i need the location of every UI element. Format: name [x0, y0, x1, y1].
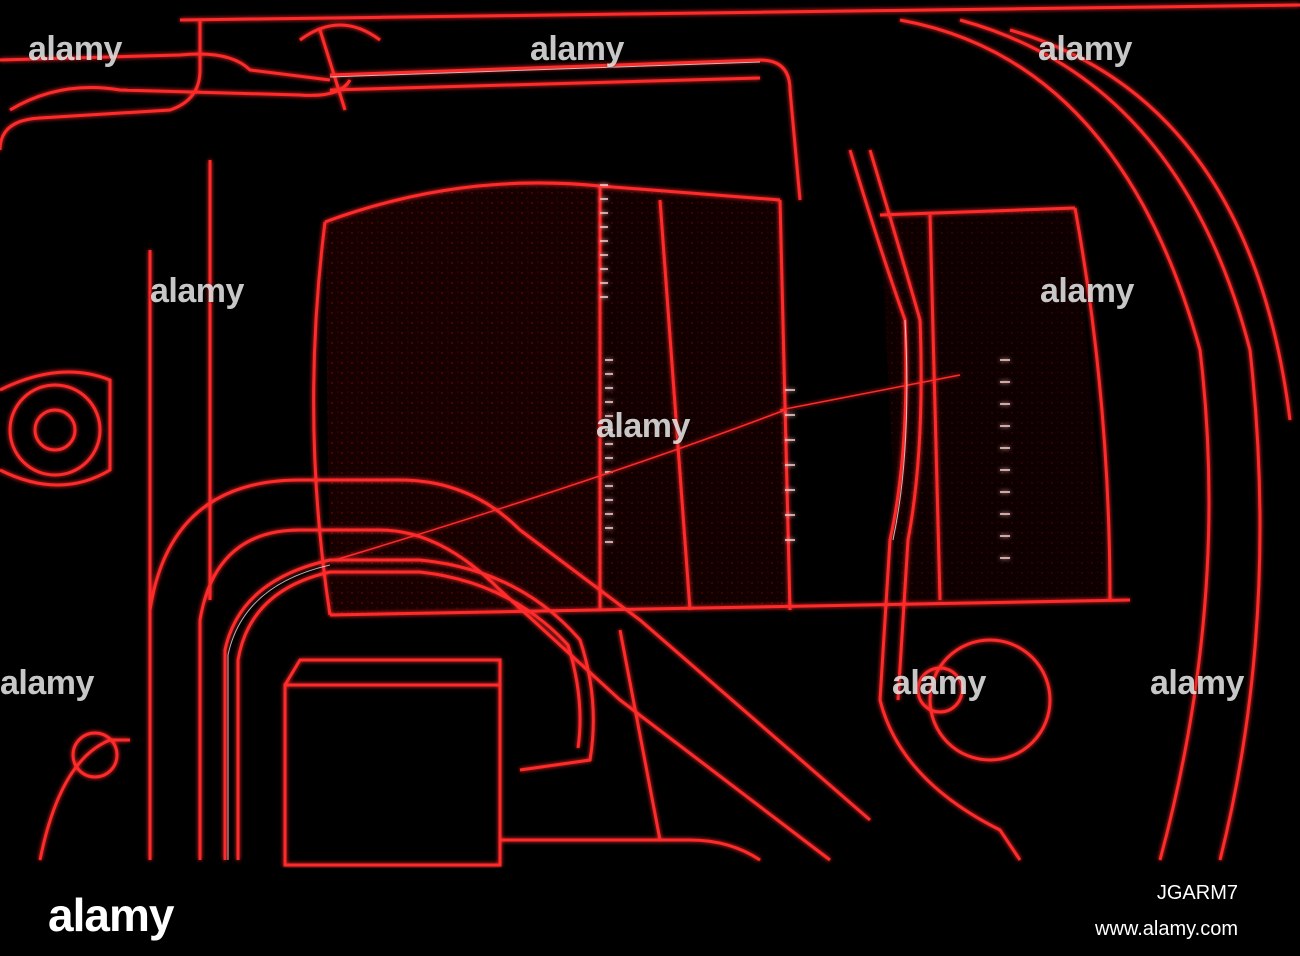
engine-photo [0, 3, 1300, 867]
alamy-logo: alamy [48, 889, 174, 941]
site-url: www.alamy.com [1095, 918, 1238, 940]
footer-bar: alamy JGARM7 www.alamy.com [0, 868, 1300, 956]
image-id: JGARM7 [1156, 882, 1238, 904]
